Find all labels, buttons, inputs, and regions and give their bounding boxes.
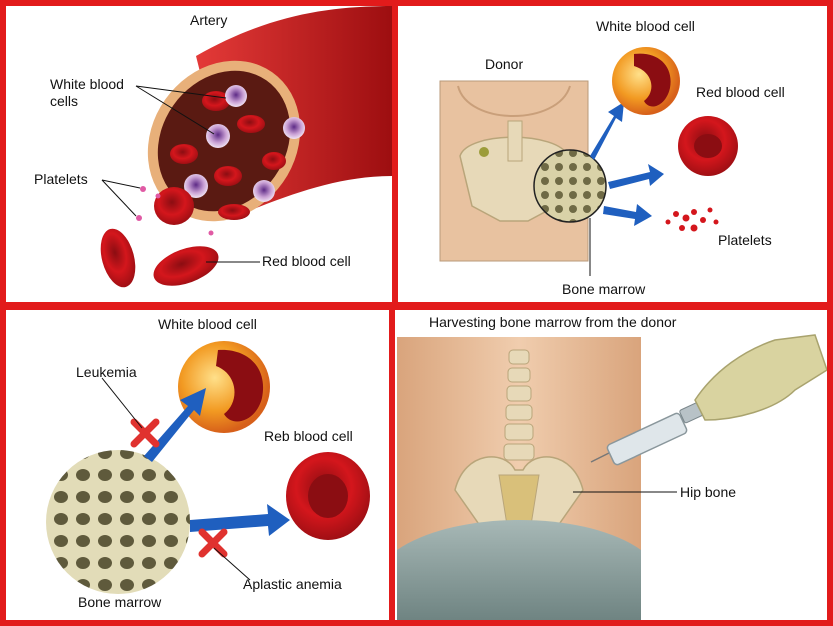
panel-artery: Artery White blood cells Platelets Red b…: [6, 6, 392, 302]
red-cell-label: Red blood cell: [262, 253, 351, 269]
bone-marrow-closeup: [46, 450, 190, 594]
arrow-to-red-cell: [608, 164, 664, 189]
harvest-illustration: [397, 334, 827, 620]
arrow-to-white-cell: [144, 388, 206, 462]
artery-title: Artery: [190, 12, 228, 28]
leader-line: [101, 377, 143, 429]
donor-spine: [507, 120, 523, 162]
arrow-to-white-cell: [590, 102, 624, 160]
red-cell-out: [218, 204, 250, 220]
leader-line: [213, 547, 251, 581]
platelets-label: Platelets: [718, 232, 772, 248]
panel-disease: White blood cell Leukemia Reb blood cell…: [6, 310, 389, 620]
bone-marrow-label: Bone marrow: [78, 594, 162, 610]
white-cell-inner: [184, 174, 208, 198]
white-cell-label: White blood cell: [158, 316, 257, 332]
hip-bone-label: Hip bone: [680, 484, 737, 500]
panel-donor: Donor White blood cell Red blood cell Pl…: [398, 6, 827, 302]
disease-illustration: [46, 341, 370, 594]
platelet: [208, 230, 214, 236]
platelets-cluster: [665, 207, 719, 232]
red-cell-center: [308, 474, 348, 518]
red-cell-label: Red blood cell: [696, 84, 785, 100]
white-cells-label-line1: White blood: [50, 76, 124, 92]
donor-title: Donor: [485, 56, 524, 72]
marrow-site-marker: [479, 147, 489, 157]
white-cell-inner: [225, 85, 247, 107]
red-cell-out: [100, 228, 136, 288]
leukemia-label: Leukemia: [76, 364, 137, 380]
red-cell-label: Reb blood cell: [264, 428, 353, 444]
panel-harvest: Harvesting bone marrow from the donor Hi…: [395, 310, 827, 620]
white-cell-nucleus: [634, 53, 671, 107]
aplastic-anemia-label: Aplastic anemia: [243, 576, 342, 592]
leukemia-cross: [130, 418, 160, 448]
aplastic-cross: [198, 528, 228, 558]
artery-illustration: [100, 6, 392, 288]
white-cell-inner: [283, 117, 305, 139]
red-cell-inner: [214, 166, 242, 186]
spine: [503, 349, 535, 461]
white-cell-label: White blood cell: [596, 18, 695, 34]
white-cell-inner: [253, 180, 275, 202]
bone-marrow-closeup: [533, 149, 607, 223]
platelet: [155, 193, 161, 199]
leader-line: [101, 179, 137, 217]
harvest-title: Harvesting bone marrow from the donor: [429, 314, 677, 330]
white-cell-inner: [206, 124, 230, 148]
red-cell-inner: [170, 144, 198, 164]
red-cell-inner: [262, 152, 286, 170]
red-cell-out: [153, 246, 219, 286]
platelets-label: Platelets: [34, 171, 88, 187]
leader-line: [135, 85, 227, 99]
bone-marrow-label: Bone marrow: [562, 281, 646, 297]
red-cell-inner: [237, 115, 265, 133]
red-cell-center: [694, 134, 722, 158]
leader-line: [101, 179, 141, 189]
gloved-hand: [694, 334, 827, 421]
platelet: [140, 186, 146, 192]
donor-chest: [457, 85, 571, 117]
red-cell-out: [154, 187, 194, 225]
donor-illustration: [439, 47, 738, 276]
platelet: [136, 215, 142, 221]
leader-line: [135, 85, 215, 135]
arrow-to-platelets: [603, 204, 652, 226]
white-cells-label-line2: cells: [50, 93, 79, 109]
arrow-to-red-cell: [190, 504, 290, 536]
white-cell-nucleus: [216, 349, 264, 422]
drape-cloth: [397, 520, 641, 620]
